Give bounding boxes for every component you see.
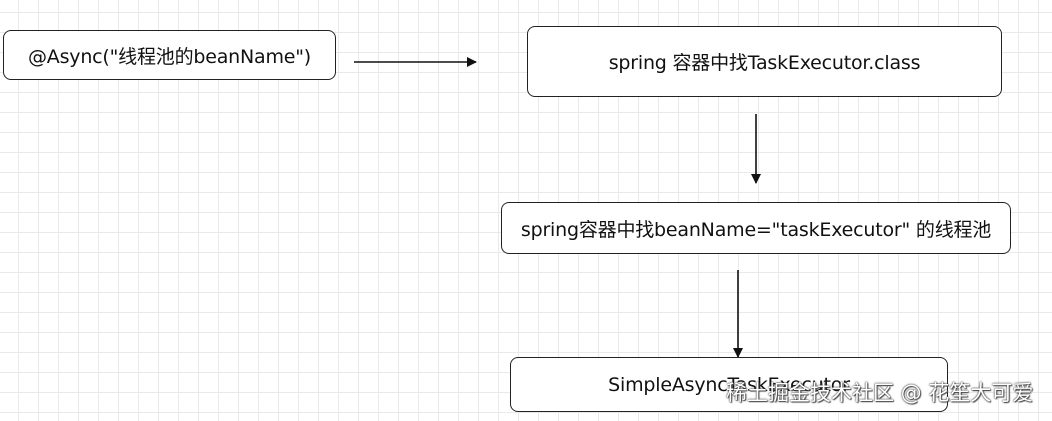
node-find-by-class-label: spring 容器中找TaskExecutor.class (608, 52, 921, 74)
node-async-annotation-label: @Async("线程池的beanName") (27, 45, 312, 68)
node-async-annotation: @Async("线程池的beanName") (3, 30, 336, 80)
node-fallback-executor: SimpleAsyncTaskExecutor (510, 357, 948, 412)
node-find-by-name-label: spring容器中找beanName="taskExecutor" 的线程池 (520, 218, 992, 241)
watermark: 稀土掘金技术社区 @ 花笙大可爱 (726, 381, 1034, 405)
node-fallback-executor-label: SimpleAsyncTaskExecutor (608, 373, 850, 396)
node-find-by-class: spring 容器中找TaskExecutor.class (527, 26, 1002, 97)
node-find-by-name: spring容器中找beanName="taskExecutor" 的线程池 (501, 202, 1011, 254)
